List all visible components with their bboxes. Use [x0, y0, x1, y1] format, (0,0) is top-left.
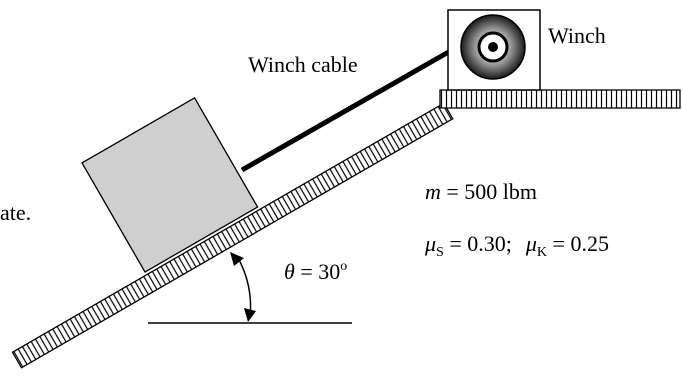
angle-arc	[230, 252, 256, 322]
winch-cable-label: Winch cable	[248, 52, 358, 77]
winch	[447, 9, 541, 91]
winch-axle	[488, 42, 498, 52]
winch-label: Winch	[548, 23, 606, 48]
mass-label: m = 500 lbm	[425, 179, 537, 204]
friction-label: μS = 0.30;μK = 0.25	[424, 231, 609, 260]
angle-label: θ = 30o	[284, 259, 347, 284]
cropped-text: ate.	[0, 200, 31, 225]
arc-arrowhead-top	[230, 252, 244, 266]
winch-cable	[240, 31, 482, 173]
arc-arrowhead-bottom	[244, 308, 256, 322]
winch-ground	[439, 89, 681, 109]
block	[81, 96, 259, 273]
inclined-ramp	[11, 102, 454, 369]
